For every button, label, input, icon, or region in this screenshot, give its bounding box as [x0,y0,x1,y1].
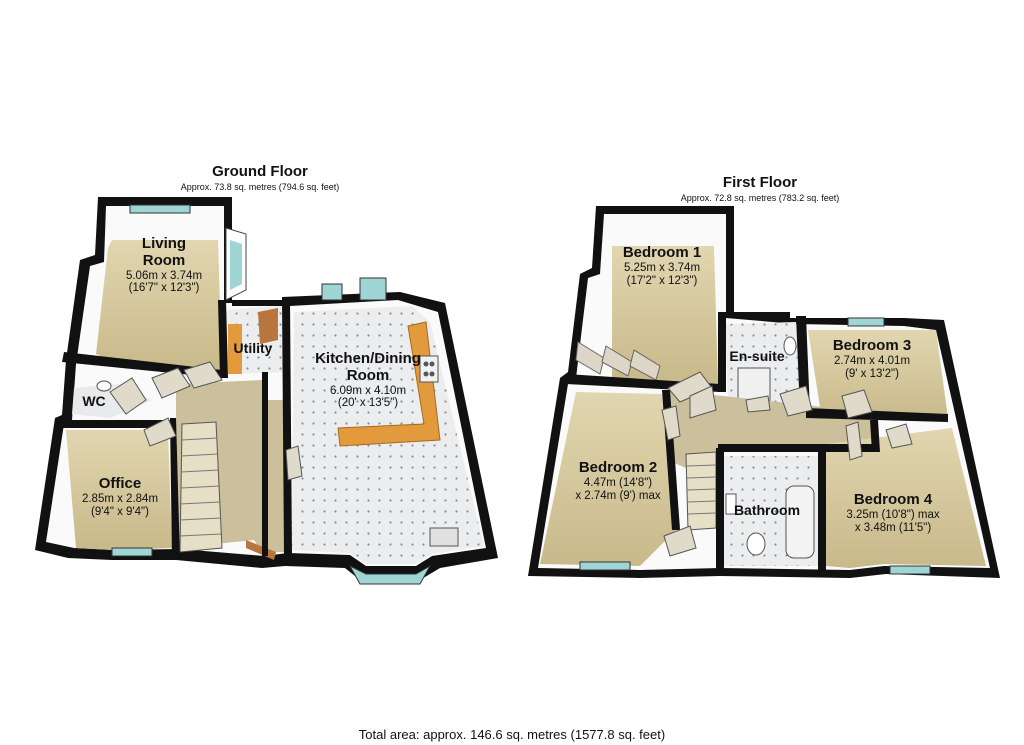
total-area: Total area: approx. 146.6 sq. metres (15… [358,727,666,742]
bedroom-4-label: Bedroom 4 3.25m (10'8") max x 3.48m (11'… [828,491,958,535]
bedroom-3-dimensions-metric: 2.74m x 4.01m [833,354,911,367]
bedroom-3-dimensions-imperial: (9' x 13'2") [845,367,899,380]
living-room-name-line2: Room [142,251,186,269]
first-floor-area: Approx. 72.8 sq. metres (783.2 sq. feet) [680,193,840,203]
bedroom-1-dimensions-imperial: (17'2" x 12'3") [626,274,698,287]
first-floor-plan [528,206,1000,578]
kitchen-dining-dimensions-imperial: (20' x 13'5") [337,397,399,410]
bedroom-4-name: Bedroom 4 [853,491,933,508]
ground-floor-stairs [179,421,223,553]
bedroom-2-dimensions-line1: 4.47m (14'8") [583,476,653,489]
kitchen-dining-name-line1: Kitchen/Dining [315,350,421,367]
first-floor-stairs [685,451,717,531]
wc-label: WC [74,393,114,410]
bathroom-name: Bathroom [733,502,801,518]
ground-doors [109,361,303,481]
kitchen-dining-label: Kitchen/Dining Room 6.09m x 4.10m (20' x… [296,350,440,410]
ground-internal-walls [56,300,292,560]
bedroom-3-label: Bedroom 3 2.74m x 4.01m (9' x 13'2") [814,337,930,381]
first-floor-title: First Floor [722,174,798,191]
kitchen-dining-name-line2: Room [346,366,390,384]
office-name: Office [98,475,142,492]
wc-name: WC [82,393,106,409]
bedroom-1-name: Bedroom 1 [622,244,702,261]
ground-floor-title: Ground Floor [212,163,308,180]
bedroom-4-dimensions-line1: 3.25m (10'8") max [846,508,940,521]
en-suite-label: En-suite [720,348,794,365]
first-floor-doors [661,371,913,557]
kitchen-worktop [337,321,441,447]
bedroom-1-wardrobes [575,341,661,381]
living-room-name-line1: Living [141,235,187,252]
bedroom-2-floor [540,392,680,566]
bedroom-2-name: Bedroom 2 [578,459,658,476]
ground-floor-plan [35,197,498,585]
office-floor [66,430,172,550]
bedroom-2-dimensions-line2: x 2.74m (9') max [575,489,661,502]
office-label: Office 2.85m x 2.84m (9'4" x 9'4") [62,475,178,519]
bedroom-1-label: Bedroom 1 5.25m x 3.74m (17'2" x 12'3") [606,244,718,288]
living-room-dimensions-metric: 5.06m x 3.74m [125,269,203,282]
en-suite-name: En-suite [729,348,785,364]
office-dimensions-imperial: (9'4" x 9'4") [91,505,149,518]
kitchen-dining-dimensions-metric: 6.09m x 4.10m [329,384,407,397]
bedroom-2-label: Bedroom 2 4.47m (14'8") x 2.74m (9') max [556,459,680,503]
living-room-label: Living Room 5.06m x 3.74m (16'7" x 12'3"… [104,235,224,295]
bedroom-4-dimensions-line2: x 3.48m (11'5") [854,521,932,534]
utility-label: Utility [222,340,284,357]
bedroom-1-floor [612,246,718,384]
ground-floor-area: Approx. 73.8 sq. metres (794.6 sq. feet) [180,182,340,192]
utility-name: Utility [233,340,273,356]
bedroom-4-floor [826,428,986,568]
bedroom-3-name: Bedroom 3 [832,337,912,354]
living-room-dimensions-imperial: (16'7" x 12'3") [128,282,200,295]
office-dimensions-metric: 2.85m x 2.84m [81,492,159,505]
living-room-floor [96,240,222,372]
bathroom-label: Bathroom [720,502,814,519]
bedroom-1-dimensions-metric: 5.25m x 3.74m [623,261,701,274]
